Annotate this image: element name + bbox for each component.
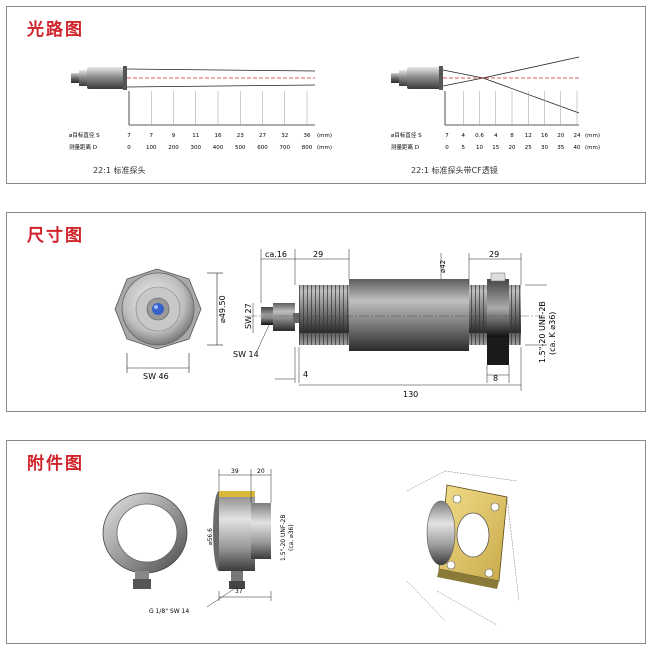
- dimensions-drawing: SW 46 ⌀49.50 ca.16 29: [114, 249, 557, 399]
- right-row1-label: ø目标直径 S: [391, 131, 422, 139]
- acc-dim-39: 39: [231, 468, 239, 475]
- scale-value: 7: [127, 133, 131, 139]
- cooling-jacket-icon: [213, 491, 271, 589]
- scale-value: 20: [509, 145, 516, 151]
- dim-4: 4: [303, 370, 308, 379]
- dim-ca16: ca.16: [265, 250, 287, 259]
- scale-value: 0: [445, 145, 449, 151]
- left-sensor-icon: [71, 66, 127, 90]
- left-row2-values: 0 100 200 300 400 500 600 700 800: [127, 145, 312, 151]
- scale-value: 0: [127, 145, 131, 151]
- scale-value: 7: [445, 133, 449, 139]
- scale-value: 600: [257, 145, 268, 151]
- scale-value: 25: [525, 145, 532, 151]
- scale-value: 500: [235, 145, 246, 151]
- scale-value: 40: [574, 145, 581, 151]
- scale-value: 7: [150, 133, 154, 139]
- scale-value: 4: [494, 133, 498, 139]
- left-scale-ticks: [151, 91, 308, 125]
- left-row1-values: 7 7 9 11 16 23 27 32 36: [127, 133, 311, 139]
- scale-value: 36: [304, 133, 311, 139]
- right-unit-1: (mm): [585, 133, 600, 139]
- scale-value: 20: [557, 133, 564, 139]
- mounting-ring-icon: [102, 492, 188, 589]
- scale-value: 15: [492, 145, 499, 151]
- dimensions-panel: 尺寸图: [6, 212, 646, 412]
- scale-value: 8: [510, 133, 514, 139]
- dimensions-title: 尺寸图: [27, 226, 84, 246]
- dim-sw27: SW 27: [244, 303, 253, 329]
- left-row1-label: ø目标直径 S: [69, 131, 100, 139]
- scale-value: 9: [172, 133, 176, 139]
- left-row2-label: 测量距离 D: [69, 143, 97, 151]
- scale-value: 32: [281, 133, 288, 139]
- acc-dim-37: 37: [235, 588, 243, 595]
- dim-sw46: SW 46: [143, 372, 169, 381]
- left-unit-1: (mm): [317, 133, 332, 139]
- scale-value: 200: [168, 145, 179, 151]
- right-unit-2: (mm): [585, 145, 600, 151]
- scale-value: 16: [541, 133, 548, 139]
- acc-dim-dia: ⌀56.6: [207, 528, 214, 545]
- right-caption: 22:1 标准探头带CF透镜: [411, 166, 498, 175]
- dim-29-right: 29: [489, 250, 499, 259]
- left-caption: 22:1 标准探头: [93, 166, 146, 175]
- right-scale-ticks: [463, 91, 578, 125]
- scale-value: 300: [191, 145, 202, 151]
- scale-value: 27: [259, 133, 266, 139]
- scale-value: 400: [213, 145, 224, 151]
- scale-value: 23: [237, 133, 244, 139]
- right-sensor-icon: [391, 66, 443, 90]
- accessories-title: 附件图: [27, 454, 84, 474]
- scale-value: 4: [462, 133, 466, 139]
- scale-value: 30: [541, 145, 548, 151]
- scale-value: 100: [146, 145, 157, 151]
- dim-dia42: ⌀42: [439, 260, 447, 273]
- mounting-flange-icon: [426, 484, 508, 589]
- optics-panel: 光路图: [6, 6, 646, 184]
- left-unit-2: (mm): [317, 145, 332, 151]
- dim-29-left: 29: [313, 250, 323, 259]
- scale-value: 800: [302, 145, 313, 151]
- right-row2-values: 0 5 10 15 20 25 30 35 40: [445, 145, 581, 151]
- dim-8: 8: [493, 374, 498, 383]
- scale-value: 11: [192, 133, 199, 139]
- optics-title: 光路图: [27, 20, 84, 40]
- scale-value: 5: [462, 145, 466, 151]
- right-row2-label: 测量距离 D: [391, 143, 419, 151]
- acc-dim-20: 20: [257, 468, 265, 475]
- accessories-panel: 附件图: [6, 440, 646, 644]
- accessories-drawing: 39 20 ⌀56.6 1.5"-20 UNF-2B (ca. ⌀36) 37 …: [102, 468, 520, 626]
- dim-thread: 1.5"-20 UNF-2B: [538, 301, 547, 363]
- dim-sw14: SW 14: [233, 350, 259, 359]
- acc-fitting: G 1/8" SW 14: [149, 608, 189, 615]
- scale-value: 0.6: [475, 133, 484, 139]
- scale-value: 12: [525, 133, 532, 139]
- scale-value: 24: [574, 133, 581, 139]
- acc-dim-thread: 1.5"-20 UNF-2B: [280, 515, 287, 561]
- front-view-icon: [114, 268, 202, 350]
- right-row1-values: 7 4 0.6 4 8 12 16 20 24: [445, 133, 581, 139]
- dim-130: 130: [403, 390, 418, 399]
- dim-dia4950: ⌀49.50: [218, 295, 227, 323]
- acc-dim-thread-sub: (ca. ⌀36): [288, 524, 295, 551]
- dim-thread-sub: (ca. K ⌀36): [548, 312, 557, 355]
- scale-value: 16: [215, 133, 222, 139]
- side-view-icon: [261, 272, 521, 365]
- scale-value: 35: [557, 145, 564, 151]
- scale-value: 10: [476, 145, 483, 151]
- scale-value: 700: [280, 145, 291, 151]
